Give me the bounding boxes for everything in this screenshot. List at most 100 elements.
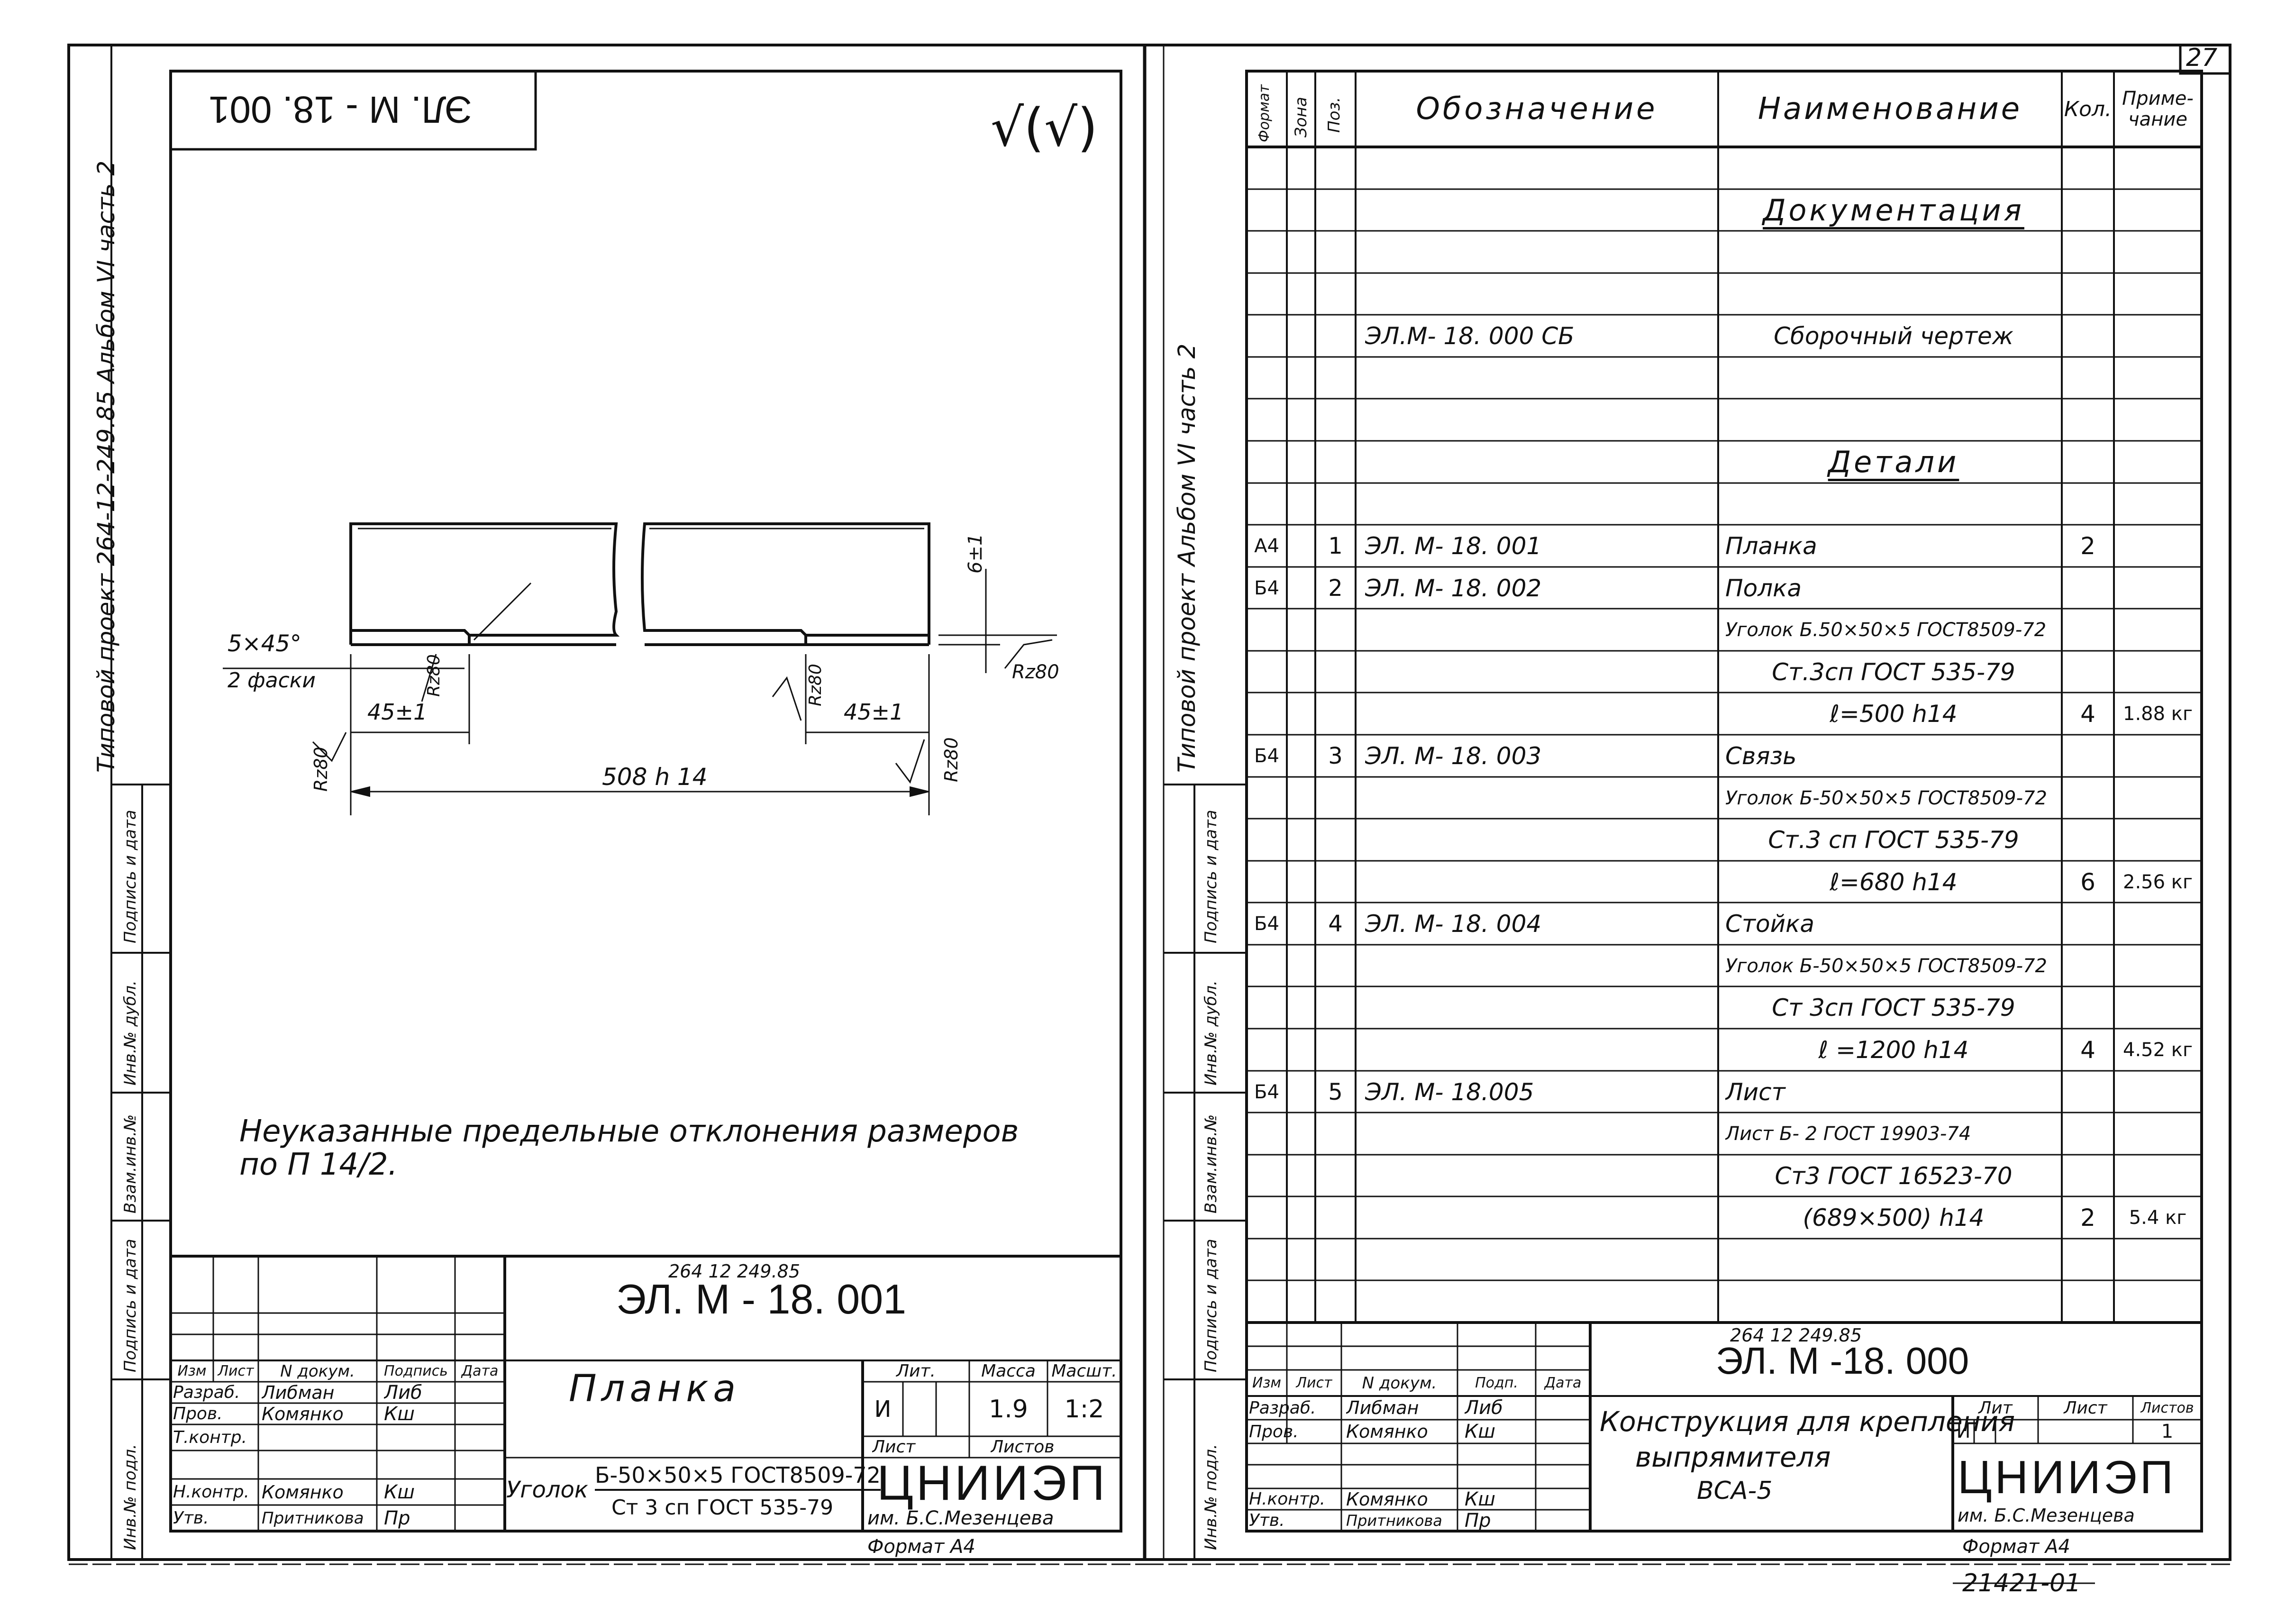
spec-head-format: Формат (1256, 84, 1273, 142)
spec-cell-des (1365, 651, 1718, 693)
tb-role: Разраб. (173, 1383, 240, 1402)
spec-cell-qty (2062, 147, 2114, 189)
left-side-cell-2: Инв.№ дубл. (121, 980, 140, 1086)
spec-cell-fmt: А4 (1254, 535, 1279, 557)
spec-cell-pos (1315, 357, 1356, 399)
spec-cell-pos (1315, 231, 1356, 273)
spec-cell-qty: 4 (2080, 1036, 2095, 1064)
right-side-cell-3: Взам.инв.№ (1202, 1114, 1220, 1213)
spec-cell-des: ЭЛ. М- 18. 002 (1365, 574, 1542, 602)
spec-cell-fmt (1247, 231, 1287, 273)
spec-cell-qty: 4 (2080, 700, 2095, 728)
spec-cell-pos: 4 (1328, 910, 1343, 937)
spec-cell-fmt (1247, 1239, 1287, 1281)
spec-cell-fmt: Б4 (1254, 912, 1279, 935)
spec-cell-pos (1315, 986, 1356, 1029)
spec-cell-pos (1315, 1196, 1356, 1239)
left-format: Формат А4 (867, 1536, 975, 1558)
spec-cell-fmt (1247, 1155, 1287, 1197)
tb-role: Утв. (173, 1508, 209, 1528)
spec-cell-qty (2062, 441, 2114, 483)
spec-cell-pos (1315, 1113, 1356, 1155)
spec-cell-note (2114, 735, 2202, 777)
spec-cell-qty (2062, 1155, 2114, 1197)
spec-cell-fmt: Б4 (1254, 1081, 1279, 1103)
spec-cell-qty (2062, 1071, 2114, 1113)
tb-head-izm: Изм (1252, 1375, 1282, 1391)
tb-head-doc: N докум. (1362, 1373, 1437, 1393)
spec-cell-pos (1315, 1155, 1356, 1197)
spec-cell-qty (2062, 1239, 2114, 1281)
spec-cell-pos (1315, 693, 1356, 735)
outer-frame (67, 44, 2231, 1561)
spec-cell-pos: 2 (1328, 575, 1343, 602)
spec-cell-note (2114, 189, 2202, 231)
spec-cell-fmt (1247, 945, 1287, 987)
tb-head-list: Лист (218, 1363, 254, 1379)
spec-cell-qty (2062, 1113, 2114, 1155)
spec-cell-note (2114, 945, 2202, 987)
tb-person: Либман (262, 1382, 335, 1403)
tolerance-note-line-1: Неуказанные предельные отклонения размер… (239, 1114, 1019, 1149)
tb-person: Комянко (1346, 1421, 1428, 1442)
tb-person: Комянко (262, 1481, 344, 1503)
spec-cell-pos (1315, 945, 1356, 987)
spec-cell-pos (1315, 819, 1356, 861)
spec-cell-des (1365, 1029, 1718, 1071)
spec-cell-name (1725, 231, 2062, 273)
spec-cell-name: Уголок Б-50×50×5 ГОСТ8509-72 (1725, 955, 2047, 977)
tb-head-date: Дата (1544, 1375, 1582, 1391)
tb-mass-value: 1.9 (989, 1395, 1028, 1423)
spec-cell-qty (2062, 483, 2114, 525)
spec-cell-name: Ст 3сп ГОСТ 535-79 (1772, 994, 2015, 1022)
spec-cell-note (2114, 609, 2202, 651)
spec-cell-fmt (1247, 1196, 1287, 1239)
spec-cell-pos: 1 (1328, 532, 1343, 559)
spec-cell-fmt (1247, 861, 1287, 903)
spec-cell-pos (1315, 777, 1356, 819)
spec-head-pos: Поз. (1325, 97, 1344, 133)
tb-person: Либман (1346, 1397, 1419, 1418)
spec-cell-name: Ст.3 сп ГОСТ 535-79 (1768, 826, 2019, 854)
mirrored-stamp: ЭЛ. М - 18. 001 (209, 89, 473, 131)
spec-cell-note: 5.4 кг (2129, 1206, 2187, 1229)
tb-material-bottom: Ст 3 сп ГОСТ 535-79 (611, 1496, 834, 1520)
tb-org: ЦНИИЭП (877, 1456, 1108, 1511)
spec-cell-pos (1315, 861, 1356, 903)
spec-cell-name: Ст3 ГОСТ 16523-70 (1775, 1162, 2013, 1190)
spec-head-zone: Зона (1292, 97, 1311, 137)
right-format: Формат А4 (1962, 1536, 2070, 1558)
spec-cell-name: Лист (1725, 1078, 1785, 1106)
spec-cell-note (2114, 819, 2202, 861)
tb-part-name: Планка (569, 1368, 741, 1410)
left-side-cell-1: Подпись и дата (121, 810, 140, 943)
left-side-strip-project: Типовой проект 264-12-249.85 Альбом VI ч… (92, 160, 120, 773)
tb-lit-value: И (1956, 1421, 1971, 1442)
spec-cell-fmt (1247, 1280, 1287, 1323)
spec-cell-name: Документация (1763, 193, 2024, 228)
tb-code-small: 264 12 249.85 (668, 1261, 801, 1282)
spec-cell-des (1365, 1196, 1718, 1239)
spec-cell-name: Планка (1725, 532, 1817, 560)
spec-cell-qty (2062, 819, 2114, 861)
spec-cell-note (2114, 567, 2202, 609)
tb-org-sub: им. Б.С.Мезенцева (1958, 1505, 2135, 1526)
spec-cell-des (1365, 231, 1718, 273)
rz-label: Rz80 (1012, 661, 1059, 683)
spec-cell-qty (2062, 903, 2114, 945)
spec-cell-fmt (1247, 986, 1287, 1029)
spec-cell-des (1365, 1239, 1718, 1281)
spec-cell-fmt (1247, 1029, 1287, 1071)
spec-cell-name: ℓ=680 h14 (1830, 868, 1958, 896)
left-side-cell-5: Инв.№ подл. (121, 1444, 140, 1550)
spec-head-qty: Кол. (2064, 97, 2112, 121)
spec-cell-qty (2062, 273, 2114, 315)
tb-sign: Кш (1465, 1421, 1495, 1442)
spec-cell-name (1725, 399, 2062, 441)
tb-role: Пров. (1249, 1422, 1299, 1442)
tb-name-line-3: ВСА-5 (1697, 1477, 1773, 1505)
spec-cell-des: ЭЛ. М- 18.005 (1365, 1078, 1534, 1106)
spec-cell-des: ЭЛ.М- 18. 000 СБ (1365, 322, 1575, 350)
dim-45-left: 45±1 (367, 699, 428, 725)
spec-cell-name: Уголок Б.50×50×5 ГОСТ8509-72 (1725, 619, 2047, 641)
